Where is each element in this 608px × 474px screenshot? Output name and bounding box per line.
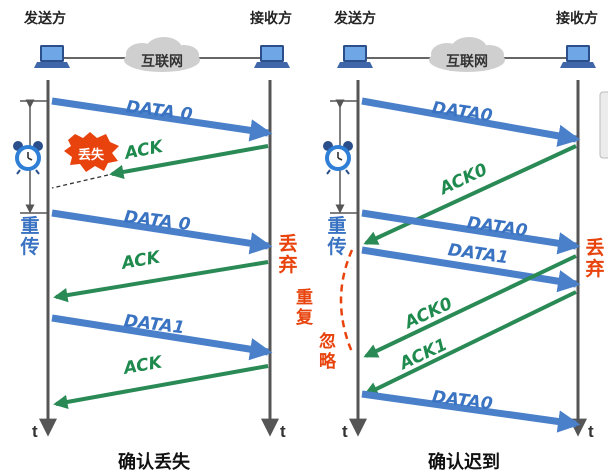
left-caption: 确认丢失 <box>118 452 190 472</box>
right-receiver-time-label: t <box>588 422 594 441</box>
left-data1-arrow <box>51 314 273 361</box>
right-receiver-label: 接收方 <box>556 10 598 26</box>
left-network-label: 互联网 <box>141 53 183 69</box>
right-sender-time-label: t <box>342 422 348 441</box>
right-sender-laptop-icon <box>337 45 373 68</box>
left-sender-label: 发送方 <box>24 10 66 26</box>
right-data1-arrow <box>361 246 581 293</box>
left-ack-lost-arrow <box>109 144 269 180</box>
left-receiver-laptop-icon <box>254 45 290 68</box>
right-duplicate-bracket <box>339 249 354 353</box>
right-edge-tab <box>599 91 608 159</box>
right-sender-label: 发送方 <box>334 10 376 26</box>
left-timer-clock-icon <box>12 140 44 175</box>
right-ack1-arrow <box>363 290 577 396</box>
left-sender-time-label: t <box>32 422 38 441</box>
left-discard-label: 丢 弃 <box>278 234 298 276</box>
right-caption: 确认迟到 <box>428 452 500 472</box>
left-receiver-time-label: t <box>280 422 286 441</box>
right-network-label: 互联网 <box>446 53 488 69</box>
left-ack-arrow <box>53 260 269 303</box>
left-data0-arrow <box>51 97 273 142</box>
left-resend-label: 重 传 <box>20 216 40 258</box>
right-receiver-laptop-icon <box>560 45 596 68</box>
right-discard-label: 丢 弃 <box>585 238 605 280</box>
right-data0-resend-arrow <box>361 209 581 255</box>
left-receiver-label: 接收方 <box>250 10 292 26</box>
right-resend-label: 重 传 <box>327 216 347 258</box>
left-lost-burst-icon <box>64 132 119 172</box>
left-ack2-arrow <box>53 364 269 410</box>
right-timer-clock-icon <box>322 140 354 175</box>
right-ack0-arrow <box>363 254 577 358</box>
right-data0-next-arrow <box>361 390 581 433</box>
right-duplicate-ignore-label: 重 复忽 略 <box>296 288 336 371</box>
right-ack0-late-arrow <box>363 144 577 245</box>
left-ack-lost-trail <box>51 174 109 189</box>
left-lost-label: 丢失 <box>77 147 104 162</box>
left-data0-resend-arrow <box>51 209 273 255</box>
left-sender-laptop-icon <box>34 45 70 68</box>
right-data0-arrow <box>361 97 581 147</box>
